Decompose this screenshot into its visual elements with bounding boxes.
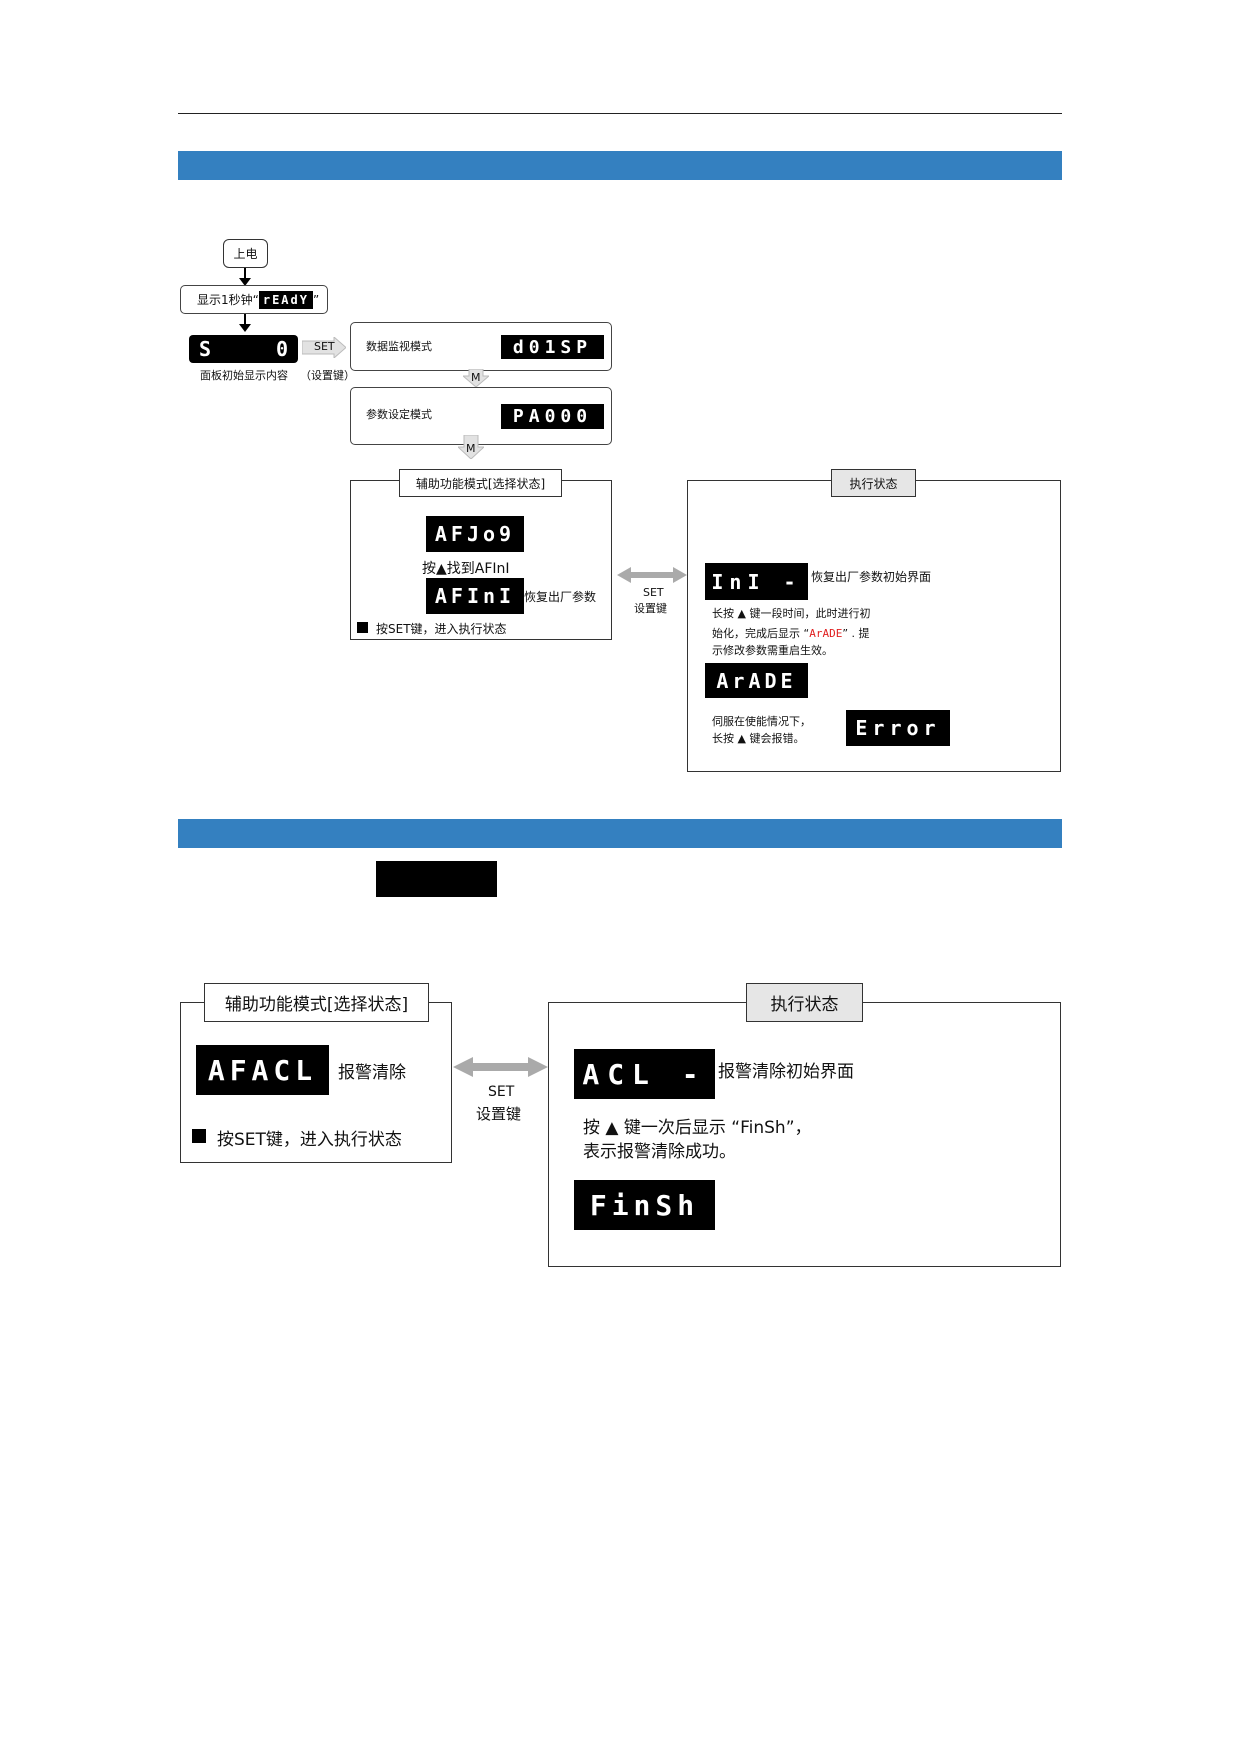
exec-state-title-2: 执行状态: [746, 983, 863, 1022]
m-arrow-icon: M: [456, 434, 486, 460]
set-arrow-icon: SET: [301, 335, 347, 360]
afjog-display[interactable]: AFJo9: [426, 516, 524, 552]
set-arrow-sub: 设置键: [634, 602, 667, 615]
section-bar-2: [178, 819, 1062, 848]
m-label: M: [471, 371, 481, 384]
arrow-down-icon: [244, 314, 246, 326]
ini-display: InI -: [705, 563, 808, 600]
aux-mode-title: 辅助功能模式[选择状态]: [399, 469, 562, 497]
power-on-text: 上电: [233, 247, 258, 261]
arrow-head-icon: [239, 324, 251, 332]
set-key-caption: （设置键）: [300, 369, 355, 382]
afacl-display[interactable]: AFACL: [196, 1045, 329, 1095]
initial-display: S 0: [189, 335, 298, 363]
m-label: M: [466, 442, 476, 455]
error-display: Error: [846, 710, 950, 746]
exec-state-title-text: 执行状态: [770, 995, 839, 1015]
ini-desc-red: ArADE: [809, 627, 843, 640]
aux-mode-title-2: 辅助功能模式[选择状态]: [204, 983, 429, 1022]
exec-state-title: 执行状态: [831, 469, 916, 497]
bullet-square-icon: [192, 1129, 206, 1143]
param-mode-box: 参数设定模式 PA000: [350, 387, 612, 445]
initial-display-left: S: [199, 337, 212, 361]
double-arrow-icon: [617, 567, 687, 583]
afacl-label: 报警清除: [338, 1063, 406, 1083]
section-bar-1: [178, 151, 1062, 180]
m-arrow-icon: M: [461, 368, 491, 388]
arade-display: ArADE: [705, 663, 808, 698]
ready-display: rEAdY: [258, 290, 313, 309]
set-arrow-sub: 设置键: [476, 1105, 522, 1123]
monitor-mode-label: 数据监视模式: [366, 340, 432, 353]
redacted-block: [376, 861, 497, 897]
ini-desc-line3: 示修改参数需重启生效。: [712, 644, 833, 657]
set-arrow-text: SET: [488, 1084, 515, 1100]
afini-label: 恢复出厂参数: [524, 590, 597, 604]
param-mode-label: 参数设定模式: [366, 408, 432, 421]
error-line1: 伺服在使能情况下，: [712, 715, 811, 728]
monitor-display: d01SP: [501, 335, 604, 359]
exec-state-title-text: 执行状态: [849, 476, 898, 491]
header-rule: [178, 113, 1062, 114]
press-set-text: 按SET键，进入执行状态: [217, 1130, 402, 1150]
ini-desc-line2: 始化，完成后显示 “ArADE” . 提: [712, 625, 870, 641]
ini-desc-line1: 长按 ▲ 键一段时间，此时进行初: [712, 607, 871, 620]
bullet-square-icon: [357, 622, 368, 633]
finsh-display: FinSh: [574, 1180, 715, 1230]
set-arrow-text: SET: [643, 586, 664, 599]
ini-desc-pre: 始化，完成后显示 “: [712, 627, 810, 640]
ready-suffix: ”: [312, 292, 320, 307]
initial-caption: 面板初始显示内容: [200, 369, 288, 382]
power-on-box: 上电: [223, 239, 268, 268]
acl-label: 报警清除初始界面: [718, 1062, 854, 1082]
acl-display: ACL -: [574, 1049, 715, 1099]
press-up-text: 按▲找到AFInI: [422, 561, 510, 577]
ini-desc-post: ” . 提: [842, 627, 870, 640]
ready-box: 显示1秒钟“ rEAdY ”: [180, 285, 328, 314]
ini-label: 恢复出厂参数初始界面: [811, 570, 932, 584]
param-display: PA000: [501, 404, 604, 429]
monitor-mode-box: 数据监视模式 d01SP: [350, 322, 612, 371]
aux-mode-title-text: 辅助功能模式[选择状态]: [415, 476, 546, 491]
error-line2: 长按 ▲ 键会报错。: [712, 732, 805, 745]
arrow-head-icon: [239, 278, 251, 286]
arrow-down-icon: [244, 268, 246, 280]
afini-display[interactable]: AFInI: [426, 578, 524, 614]
acl-desc-line1: 按 ▲ 键一次后显示 “FinSh”，: [583, 1118, 812, 1138]
ready-prefix: 显示1秒钟“: [197, 293, 259, 307]
acl-desc-line2: 表示报警清除成功。: [583, 1142, 736, 1162]
initial-display-right: 0: [275, 337, 288, 361]
press-set-text: 按SET键，进入执行状态: [376, 622, 507, 636]
aux-mode-title-text: 辅助功能模式[选择状态]: [224, 995, 409, 1015]
double-arrow-icon: [453, 1057, 548, 1077]
set-arrow-label: SET: [314, 340, 335, 353]
